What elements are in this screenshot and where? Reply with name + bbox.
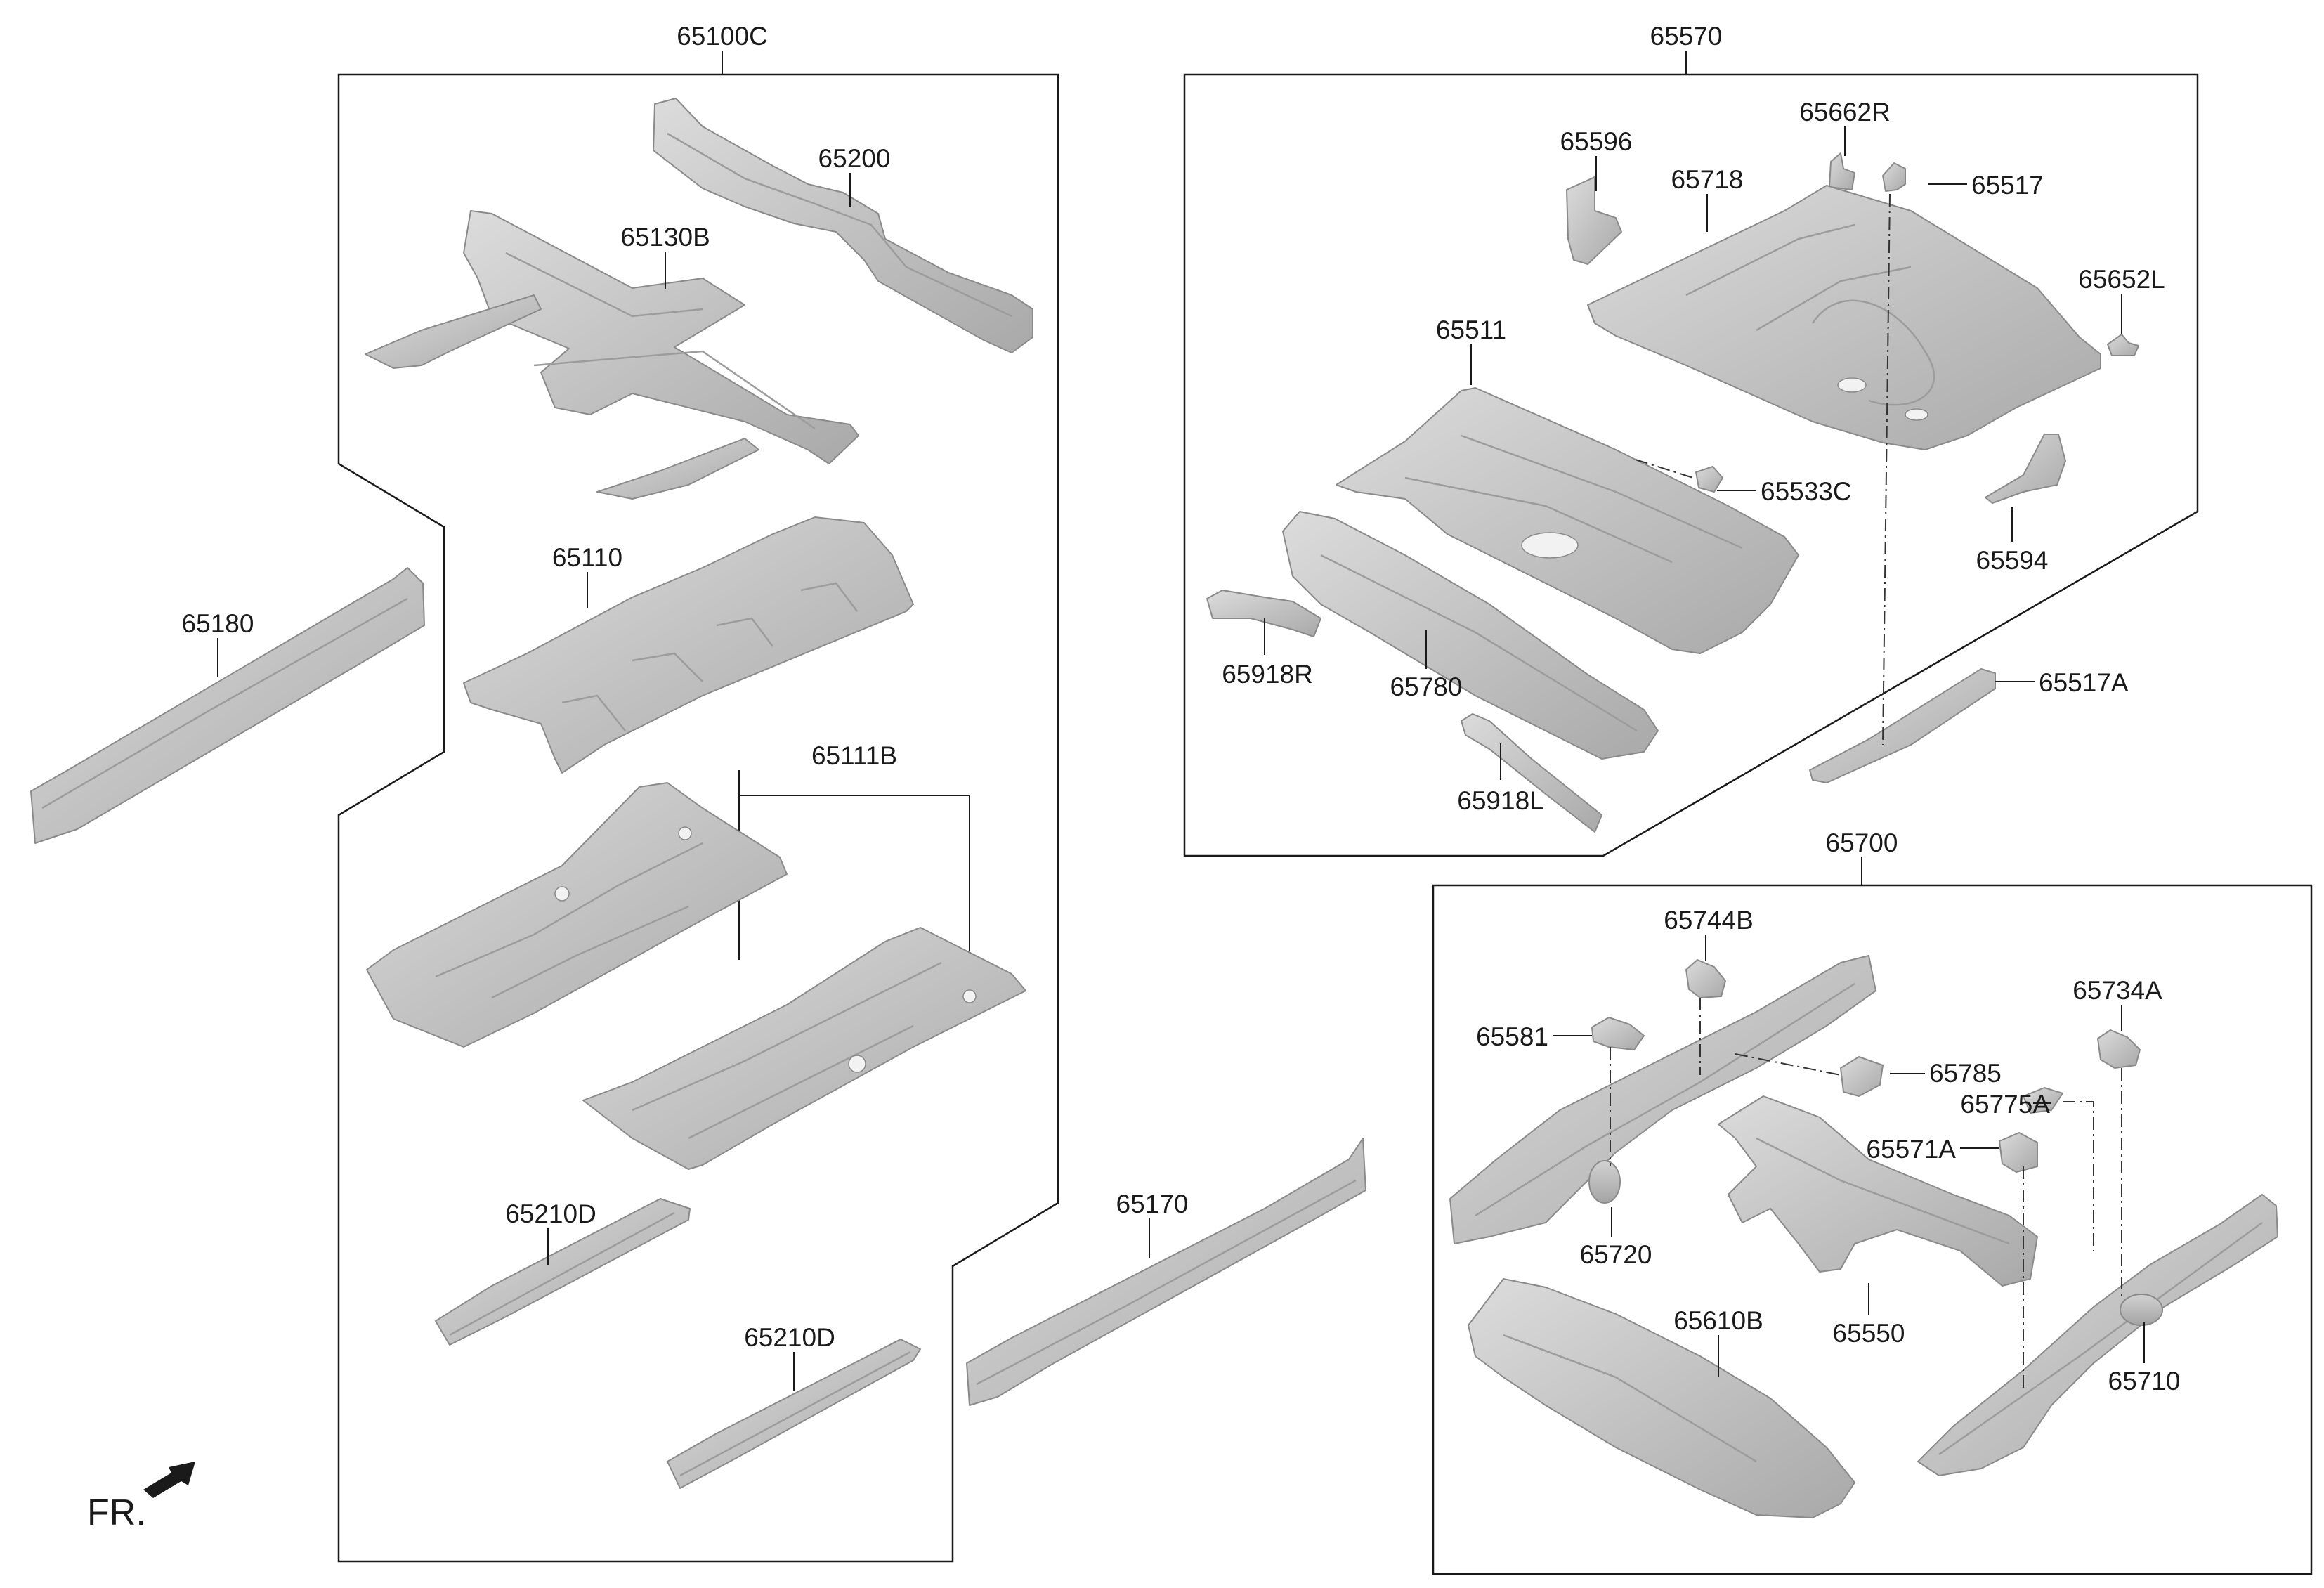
part-65720-rear-side-member-left[interactable]	[1449, 955, 1876, 1244]
label-65517A: 65517A	[2039, 668, 2129, 697]
part-65550-rear-crossmember[interactable]	[1718, 1095, 2038, 1287]
label-group-65100C: 65100C	[677, 22, 768, 51]
label-group-65700: 65700	[1826, 828, 1898, 857]
part-65652L-bracket[interactable]	[2107, 334, 2139, 356]
part-65785-bracket[interactable]	[1840, 1056, 1884, 1097]
part-65130B-crossmember-set[interactable]	[365, 210, 859, 500]
rear-member-group-box	[1432, 884, 2313, 1575]
label-65511: 65511	[1436, 315, 1506, 344]
leader-lines	[217, 51, 2145, 1391]
label-65652L: 65652L	[2078, 265, 2165, 294]
label-65200: 65200	[818, 144, 891, 173]
label-65780: 65780	[1390, 672, 1463, 701]
front-direction-label: FR.	[87, 1492, 146, 1533]
part-65710-rear-side-member-right[interactable]	[1917, 1194, 2278, 1476]
label-65210D-b: 65210D	[744, 1323, 835, 1352]
part-65775A-bracket[interactable]	[2023, 1087, 2063, 1114]
alignment-line	[1735, 1053, 1841, 1076]
part-65210D-reinforcement-a[interactable]	[435, 1198, 691, 1346]
label-65170: 65170	[1116, 1190, 1189, 1218]
label-65734A: 65734A	[2072, 976, 2162, 1005]
label-65594: 65594	[1976, 546, 2049, 575]
part-65571A-bracket[interactable]	[1999, 1132, 2038, 1173]
label-65718: 65718	[1671, 165, 1744, 194]
part-65111B-front-floor-right[interactable]	[582, 927, 1026, 1170]
part-65110-front-floor-pan[interactable]	[463, 516, 914, 774]
label-65744B: 65744B	[1664, 906, 1754, 935]
label-65596: 65596	[1560, 127, 1633, 156]
label-65110: 65110	[552, 543, 622, 572]
label-65610B: 65610B	[1673, 1306, 1763, 1335]
alignment-line	[1882, 193, 1891, 746]
part-65594-bracket[interactable]	[1985, 434, 2066, 504]
part-65210D-reinforcement-b[interactable]	[667, 1339, 921, 1489]
part-65744B-bracket[interactable]	[1685, 959, 1726, 998]
alignment-line	[2063, 1101, 2094, 1251]
part-65662R-bracket[interactable]	[1829, 152, 1855, 190]
label-65550: 65550	[1833, 1319, 1905, 1348]
rear-floor-group-box	[1183, 73, 2199, 857]
label-65533C: 65533C	[1761, 477, 1852, 506]
label-65130B: 65130B	[620, 223, 710, 252]
label-65180: 65180	[182, 609, 254, 638]
part-65111B-front-floor-left[interactable]	[366, 782, 788, 1048]
part-65170-side-sill-right[interactable]	[966, 1138, 1366, 1406]
label-65571A: 65571A	[1866, 1135, 1956, 1164]
label-65517: 65517	[1971, 171, 2044, 200]
label-65720: 65720	[1580, 1240, 1652, 1269]
part-65200-crossmember[interactable]	[653, 98, 1033, 353]
part-65734A-bracket[interactable]	[2097, 1029, 2141, 1069]
label-65710: 65710	[2108, 1367, 2181, 1395]
part-65918R-bracket[interactable]	[1206, 590, 1321, 637]
alignment-line	[1635, 459, 1694, 479]
part-65517-bracket[interactable]	[1882, 162, 1906, 192]
label-group-65570: 65570	[1650, 22, 1723, 51]
part-65533C-bracket[interactable]	[1695, 466, 1723, 493]
part-65596-bracket[interactable]	[1566, 176, 1622, 265]
label-65918L: 65918L	[1457, 786, 1543, 815]
part-65918L-bracket[interactable]	[1461, 713, 1602, 833]
label-65785: 65785	[1929, 1059, 2002, 1088]
label-65918R: 65918R	[1222, 660, 1313, 689]
label-65662R: 65662R	[1799, 98, 1891, 126]
front-direction-arrow-icon	[143, 1462, 195, 1498]
part-65180-side-sill[interactable]	[30, 567, 425, 844]
label-65581: 65581	[1476, 1022, 1548, 1051]
part-65780-rear-crossmember[interactable]	[1282, 511, 1659, 760]
label-65775A: 65775A	[1960, 1090, 2050, 1119]
part-65610B-rear-floor-side[interactable]	[1468, 1278, 1855, 1518]
part-65718-rear-floor-pan[interactable]	[1587, 185, 2101, 450]
label-group-65111B: 65111B	[811, 741, 897, 770]
part-65581-bracket[interactable]	[1591, 1017, 1645, 1050]
part-65517A-bracket[interactable]	[1809, 668, 1996, 783]
label-65210D-a: 65210D	[505, 1199, 596, 1228]
part-65511-rear-floor-front[interactable]	[1336, 387, 1799, 654]
front-floor-group-box	[337, 73, 1059, 1563]
